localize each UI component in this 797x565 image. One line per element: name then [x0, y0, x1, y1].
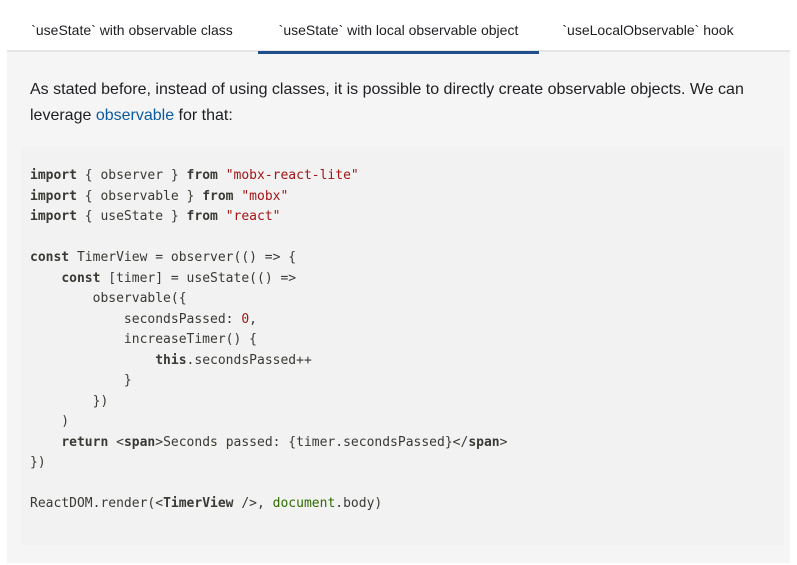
code-block: import { observer } from "mobx-react-lit…	[21, 147, 784, 545]
code-line: return <span>Seconds passed: {timer.seco…	[30, 433, 507, 454]
code-line: secondsPassed: 0,	[30, 310, 507, 331]
code-tag: span	[468, 434, 500, 450]
code-keyword: from	[186, 209, 218, 224]
code-line: import { observable } from "mobx"	[30, 187, 507, 208]
code-text: <	[108, 434, 124, 450]
code-keyword: import	[30, 209, 77, 224]
code-keyword: from	[186, 168, 218, 183]
code-keyword: import	[30, 168, 77, 183]
code-text: { observable }	[76, 188, 203, 204]
code-keyword: const	[61, 270, 101, 286]
code-string: "mobx-react-lite"	[225, 168, 359, 183]
tabbed-panel: `useState` with observable class `useSta…	[7, 7, 790, 563]
code-text: secondsPassed:	[30, 311, 242, 327]
code-line: })	[30, 393, 109, 409]
code-text: ReactDOM.render(<	[30, 496, 164, 511]
code-string: "mobx"	[241, 188, 289, 204]
intro-text-before: As stated before, instead of using class…	[30, 81, 744, 124]
code-indent	[30, 271, 61, 286]
code-line: increaseTimer() {	[30, 332, 257, 347]
code-component: TimerView	[163, 496, 234, 511]
code-keyword: return	[61, 434, 109, 450]
intro-paragraph: As stated before, instead of using class…	[30, 77, 755, 129]
code-keyword: import	[30, 188, 77, 204]
code-text: ,	[249, 311, 257, 327]
code-line: }	[30, 373, 132, 388]
code-text: TimerView = observer(() => {	[69, 250, 297, 265]
code-keyword: from	[202, 188, 234, 204]
code-line: const [timer] = useState(() =>	[30, 269, 507, 290]
code-line: const TimerView = observer(() => {	[30, 248, 507, 269]
code-indent	[30, 435, 61, 450]
intro-text-after: for that:	[174, 107, 233, 124]
code-number: 0	[241, 311, 250, 327]
code-line: observable({	[30, 291, 187, 306]
code-text: >	[499, 434, 508, 450]
code-text: >Seconds passed: {timer.secondsPassed}</	[155, 434, 469, 450]
code-text: .secondsPassed++	[186, 352, 312, 368]
code-indent	[30, 353, 155, 368]
code-content: import { observer } from "mobx-react-lit…	[30, 166, 507, 515]
code-line: ReactDOM.render(<TimerView />, document.…	[30, 494, 507, 515]
code-text: { observer }	[76, 168, 187, 183]
code-text: [timer] = useState(() =>	[100, 270, 297, 286]
code-string: "react"	[225, 209, 281, 224]
code-tag: span	[123, 434, 156, 450]
code-line: )	[30, 414, 70, 429]
code-text: { useState }	[76, 209, 187, 224]
code-line: import { useState } from "react"	[30, 207, 507, 228]
code-global: document	[272, 496, 336, 511]
code-line-blank	[30, 474, 507, 495]
tab-usestate-observable-class[interactable]: `useState` with observable class	[31, 21, 233, 38]
code-line: this.secondsPassed++	[30, 351, 507, 372]
tab-usestate-local-observable-object[interactable]: `useState` with local observable object	[258, 7, 539, 54]
code-text: />,	[233, 496, 273, 511]
tab-uselocalobservable-hook[interactable]: `useLocalObservable` hook	[562, 21, 734, 38]
code-keyword: const	[30, 250, 70, 265]
code-line: import { observer } from "mobx-react-lit…	[30, 166, 507, 187]
observable-link[interactable]: observable	[95, 107, 175, 124]
code-text: .body)	[335, 496, 383, 511]
tab-bar: `useState` with observable class `useSta…	[7, 7, 790, 54]
code-line-blank	[30, 228, 507, 249]
code-line: })	[30, 455, 46, 470]
code-keyword: this	[155, 352, 187, 368]
